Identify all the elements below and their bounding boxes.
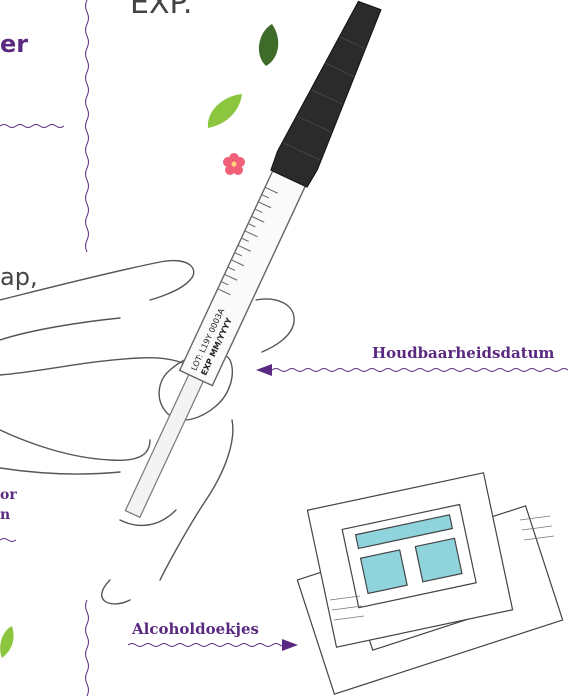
expiry-callout-arrow [256,364,568,376]
expiry-date-label: Houdbaarheidsdatum [372,344,554,362]
bottom-leaf-icon [0,626,13,658]
heading-underline [0,125,64,128]
flower-icon [223,153,245,175]
alcohol-wipes-illustration [297,473,562,694]
syringe-illustration: LOT: L19Y 0003A EXP MM/YYYY [113,0,390,523]
syringe-cap [269,0,390,188]
hand-illustration [0,261,294,604]
dark-leaf-icon [259,24,278,66]
wipes-callout-arrow [128,639,298,651]
left-divider [86,0,89,252]
alcohol-wipes-label: Alcoholdoekjes [132,620,259,638]
light-leaf-icon [208,94,242,128]
left-divider-lower [86,600,89,696]
